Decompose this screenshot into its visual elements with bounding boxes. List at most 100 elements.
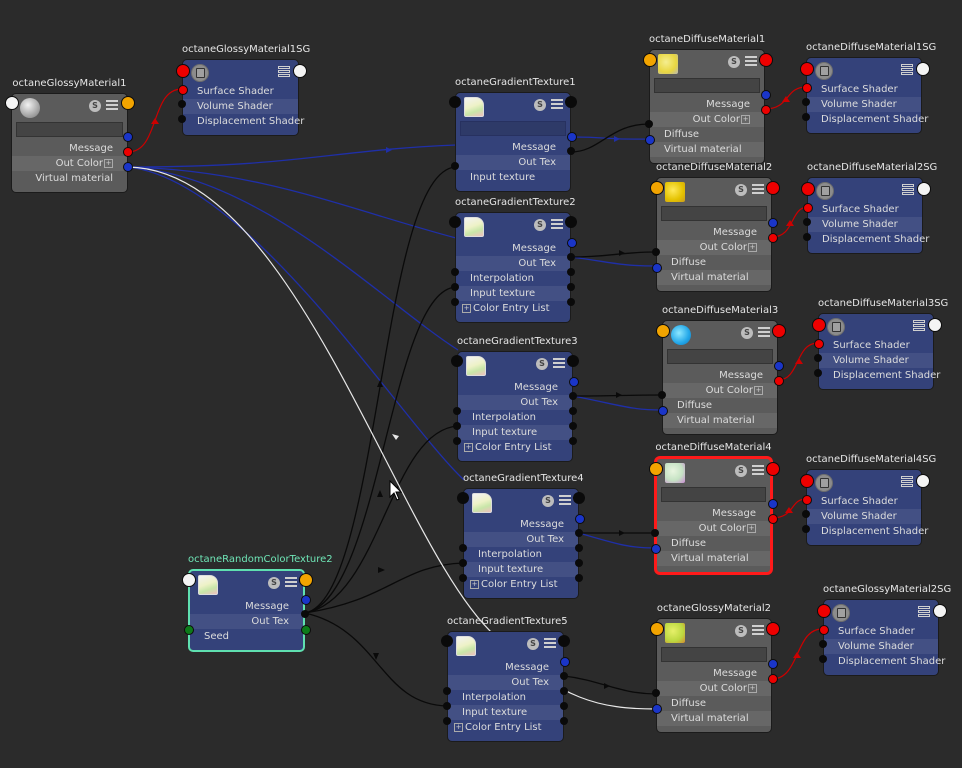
port-virtual-material[interactable] [652,263,662,273]
input-port[interactable] [800,474,814,488]
port-color-entry-out[interactable] [569,437,577,445]
port-interpolation-out[interactable] [575,544,583,552]
port-volume-shader[interactable] [819,640,827,648]
port-diffuse[interactable] [658,391,666,399]
name-field[interactable] [661,487,766,502]
port-message[interactable] [768,218,778,228]
output-port[interactable] [759,53,773,67]
hamburger-menu-icon[interactable] [285,577,297,589]
port-color-entry-in[interactable] [443,717,451,725]
port-out-tex[interactable] [575,529,583,537]
node-diffuse-material-2-sg[interactable]: octaneDiffuseMaterial2SG Surface Shader … [801,162,937,254]
port-out-color[interactable] [761,105,771,115]
expand-icon[interactable]: + [741,114,750,124]
port-interpolation-in[interactable] [443,687,451,695]
output-port[interactable] [121,96,135,110]
port-volume-shader[interactable] [803,218,811,226]
port-surface-shader[interactable] [178,85,188,95]
port-color-entry-in[interactable] [451,298,459,306]
expand-icon[interactable]: + [470,579,479,589]
node-random-color-texture-2[interactable]: octaneRandomColorTexture2 S Message Out … [182,554,333,652]
port-input-texture-out[interactable] [560,702,568,710]
port-input-texture-in[interactable] [453,422,461,430]
input-port[interactable] [451,355,463,367]
node-glossy-material-2[interactable]: octaneGlossyMaterial2 S Message Out Colo… [650,603,780,733]
expand-icon[interactable]: + [454,722,463,732]
port-out-color[interactable] [774,376,784,386]
node-diffuse-material-1[interactable]: octaneDiffuseMaterial1 S Message Out Col… [643,34,773,164]
hamburger-menu-icon[interactable] [752,625,764,637]
node-diffuse-material-3-sg[interactable]: octaneDiffuseMaterial3SG Surface Shader … [812,298,948,390]
port-message[interactable] [560,657,570,667]
hamburger-menu-icon[interactable] [918,606,930,618]
input-port[interactable] [441,635,453,647]
port-displacement-shader[interactable] [819,655,827,663]
port-interpolation-out[interactable] [560,687,568,695]
node-diffuse-material-4[interactable]: octaneDiffuseMaterial4 S Message Out Col… [649,442,780,574]
swatch-s-icon[interactable]: S [89,100,101,112]
name-field[interactable] [460,121,566,136]
port-message[interactable] [123,132,133,142]
hamburger-menu-icon[interactable] [544,638,556,650]
swatch-s-icon[interactable]: S [534,219,546,231]
port-displacement-shader[interactable] [178,115,186,123]
hamburger-menu-icon[interactable] [551,99,563,111]
hamburger-menu-icon[interactable] [901,476,913,488]
expand-icon[interactable]: + [748,683,757,693]
port-displacement-shader[interactable] [803,233,811,241]
output-port[interactable] [916,62,930,76]
port-surface-shader[interactable] [819,625,829,635]
output-port[interactable] [928,318,942,332]
node-gradient-texture-2[interactable]: octaneGradientTexture2 S Message Out Tex… [449,197,577,323]
node-gradient-texture-1[interactable]: octaneGradientTexture1 S Message Out Tex… [449,77,577,192]
port-volume-shader[interactable] [802,510,810,518]
port-color-entry-out[interactable] [560,717,568,725]
node-diffuse-material-1-sg[interactable]: octaneDiffuseMaterial1SG Surface Shader … [800,42,936,134]
hamburger-menu-icon[interactable] [913,320,925,332]
output-port[interactable] [933,604,947,618]
input-port[interactable] [800,62,814,76]
swatch-s-icon[interactable]: S [741,327,753,339]
swatch-s-icon[interactable]: S [527,638,539,650]
swatch-s-icon[interactable]: S [735,465,747,477]
port-input-texture-out[interactable] [575,559,583,567]
port-surface-shader[interactable] [802,495,812,505]
port-diffuse[interactable] [652,689,660,697]
output-port[interactable] [299,573,313,587]
name-field[interactable] [16,122,123,137]
hamburger-menu-icon[interactable] [551,219,563,231]
input-port[interactable] [817,604,831,618]
expand-icon[interactable]: + [104,158,113,168]
input-port[interactable] [801,182,815,196]
port-out-tex[interactable] [569,392,577,400]
swatch-s-icon[interactable]: S [735,184,747,196]
input-port[interactable] [650,622,664,636]
node-gradient-texture-3[interactable]: octaneGradientTexture3 S Message Out Tex… [451,336,579,462]
swatch-s-icon[interactable]: S [728,56,740,68]
output-port[interactable] [573,492,585,504]
hamburger-menu-icon[interactable] [106,100,118,112]
hamburger-menu-icon[interactable] [278,66,290,78]
port-displacement-shader[interactable] [802,113,810,121]
port-message[interactable] [768,659,778,669]
input-port[interactable] [643,53,657,67]
output-port[interactable] [917,182,931,196]
expand-icon[interactable]: + [747,523,756,533]
input-port[interactable] [449,96,461,108]
port-diffuse[interactable] [651,529,659,537]
port-virtual-material[interactable] [652,704,662,714]
swatch-s-icon[interactable]: S [536,358,548,370]
output-port[interactable] [565,216,577,228]
port-out-color[interactable] [768,674,778,684]
port-out-color[interactable] [123,147,133,157]
hamburger-menu-icon[interactable] [752,465,764,477]
swatch-s-icon[interactable]: S [534,99,546,111]
port-diffuse[interactable] [645,120,653,128]
output-port[interactable] [766,181,780,195]
port-out-tex[interactable] [567,147,575,155]
port-input-texture-in[interactable] [459,559,467,567]
port-virtual-material[interactable] [658,406,668,416]
output-port[interactable] [766,622,780,636]
port-displacement-shader[interactable] [814,369,822,377]
port-diffuse[interactable] [652,248,660,256]
